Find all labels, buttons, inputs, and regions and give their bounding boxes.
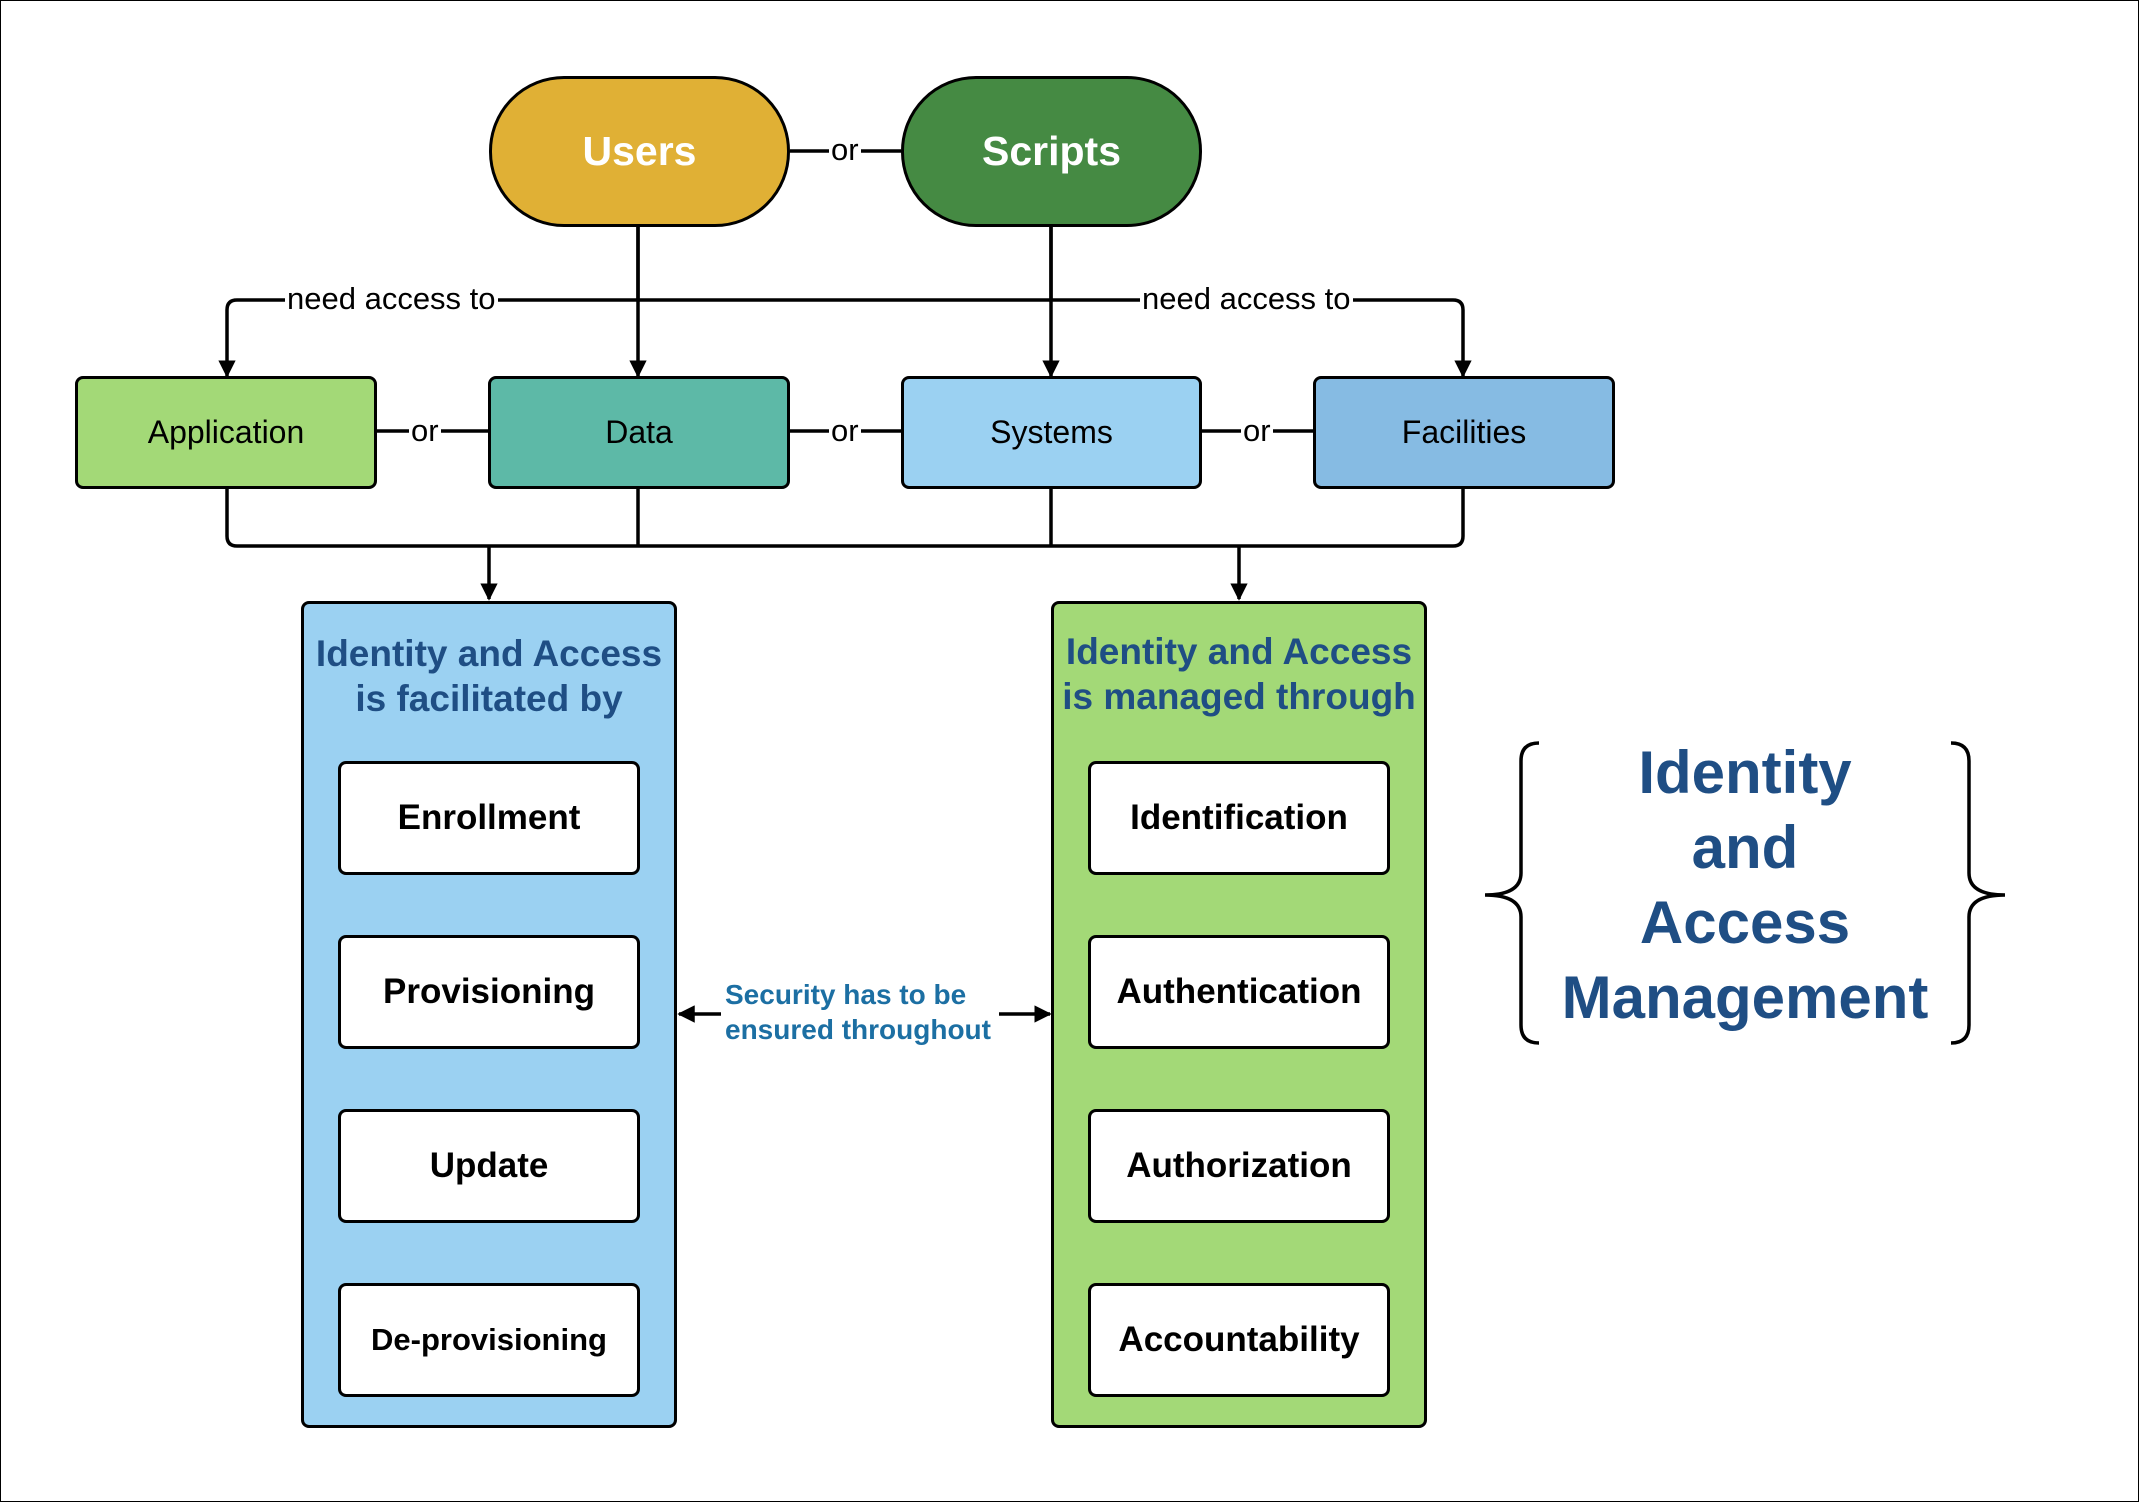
data-systems-or-label: or (829, 413, 861, 448)
managed-through-title-line1: Identity and Access (1065, 631, 1413, 672)
users-scripts-or-label: or (829, 132, 861, 167)
authentication-step: Authentication (1088, 935, 1390, 1049)
application-node: Application (75, 376, 377, 489)
provisioning-step: Provisioning (338, 935, 640, 1049)
need-access-label-left: need access to (285, 281, 498, 316)
systems-label: Systems (990, 414, 1113, 450)
app-data-or-label: or (409, 413, 441, 448)
provisioning-label: Provisioning (383, 972, 595, 1011)
users-to-application-connector (218, 227, 640, 378)
update-label: Update (429, 1146, 549, 1185)
application-label: Application (147, 414, 305, 450)
facilitated-by-title: Identity and Access is facilitated by (301, 631, 677, 721)
deprovisioning-step: De-provisioning (338, 1283, 640, 1397)
scripts-node: Scripts (901, 76, 1202, 227)
accountability-label: Accountability (1118, 1320, 1360, 1359)
scripts-to-facilities-connector (1049, 227, 1472, 378)
accountability-step: Accountability (1088, 1283, 1390, 1397)
users-label: Users (582, 128, 697, 174)
authorization-label: Authorization (1126, 1146, 1352, 1185)
facilitated-by-title-line2: is facilitated by (355, 678, 623, 719)
users-node: Users (489, 76, 790, 227)
facilities-label: Facilities (1401, 414, 1527, 450)
security-note: Security has to be ensured throughout (723, 977, 993, 1047)
main-title: Identity and Access Management (1525, 735, 1965, 1035)
update-step: Update (338, 1109, 640, 1223)
managed-through-title: Identity and Access is managed through (1051, 629, 1427, 719)
identification-label: Identification (1130, 798, 1348, 837)
resources-bus (225, 489, 1465, 548)
identification-step: Identification (1088, 761, 1390, 875)
enrollment-label: Enrollment (397, 798, 581, 837)
managed-through-title-line2: is managed through (1062, 676, 1416, 717)
data-node: Data (488, 376, 790, 489)
systems-facilities-or-label: or (1241, 413, 1273, 448)
systems-node: Systems (901, 376, 1202, 489)
left-brace (1484, 741, 1540, 1045)
deprovisioning-label: De-provisioning (371, 1322, 607, 1357)
facilitated-by-title-line1: Identity and Access (315, 633, 663, 674)
authentication-label: Authentication (1116, 972, 1362, 1011)
authorization-step: Authorization (1088, 1109, 1390, 1223)
enrollment-step: Enrollment (338, 761, 640, 875)
main-title-line2: and (1691, 814, 1799, 881)
security-note-line1: Security has to be (725, 979, 967, 1010)
facilities-node: Facilities (1313, 376, 1615, 489)
main-title-line4: Management (1561, 964, 1929, 1031)
need-access-label-right: need access to (1140, 281, 1353, 316)
main-title-line3: Access (1639, 889, 1851, 956)
main-title-line1: Identity (1638, 739, 1852, 806)
security-note-line2: ensured throughout (725, 1014, 991, 1045)
data-label: Data (605, 414, 673, 450)
scripts-label: Scripts (982, 128, 1121, 174)
right-brace (1950, 741, 2006, 1045)
